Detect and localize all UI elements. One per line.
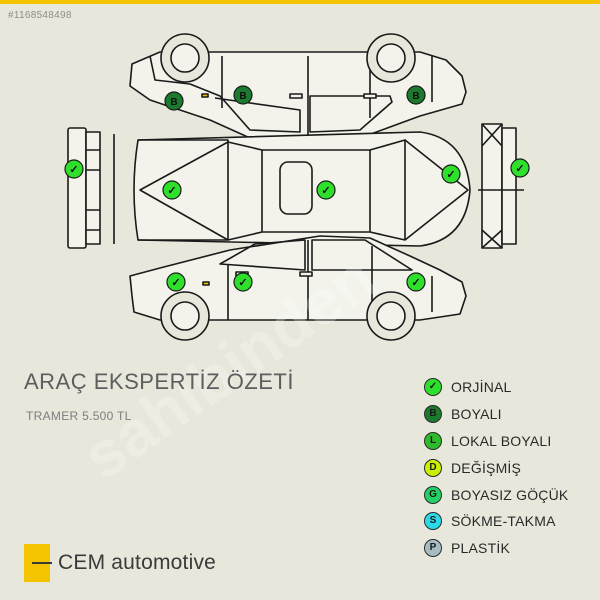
legend-item-degismis: D DEĞİŞMİŞ xyxy=(424,454,568,481)
right-side-view xyxy=(129,235,467,341)
mark-code: ✓ xyxy=(167,185,176,197)
orjinal-mark xyxy=(441,164,461,184)
legend-label: SÖKME-TAKMA xyxy=(451,513,556,530)
mark-code: ✓ xyxy=(238,277,247,289)
boyali-mark xyxy=(406,85,426,105)
brand-logo-icon xyxy=(24,544,52,582)
legend-code: L xyxy=(424,431,442,450)
mark-code: ✓ xyxy=(171,277,180,289)
legend-code: B xyxy=(424,405,442,424)
boyali-mark xyxy=(164,91,184,111)
mark-code: ✓ xyxy=(69,164,78,176)
check-icon: ✓ xyxy=(424,378,442,397)
legend-code: D xyxy=(424,458,442,477)
left-side-view xyxy=(129,33,467,141)
legend-item-boyali: B BOYALI xyxy=(424,401,568,428)
brand-name: CEM automotive xyxy=(58,551,217,574)
tramer-amount: TRAMER 5.500 TL xyxy=(26,409,132,423)
car-damage-diagram: B B B ✓ ✓ ✓ ✓ ✓ ✓ ✓ ✓ xyxy=(64,33,530,341)
legend-label: DEĞİŞMİŞ xyxy=(451,459,522,476)
mark-code: ✓ xyxy=(515,163,524,175)
dealer-brand: CEM automotive xyxy=(24,544,216,582)
legend-item-orjinal: ✓ ORJİNAL xyxy=(424,374,568,401)
legend-code: S xyxy=(424,512,442,531)
legend-code: P xyxy=(424,539,442,558)
legend-item-boyasiz-gocuk: G BOYASIZ GÖÇÜK xyxy=(424,481,568,508)
boyali-mark xyxy=(233,85,253,105)
orjinal-mark xyxy=(166,272,186,292)
rear-bumper-view xyxy=(478,123,524,249)
report-title: ARAÇ EKSPERTİZ ÖZETİ xyxy=(24,369,294,394)
orjinal-mark xyxy=(64,159,84,179)
legend-item-lokal-boyali: L LOKAL BOYALI xyxy=(424,428,568,455)
orjinal-mark xyxy=(316,180,336,200)
mark-code: B xyxy=(239,91,246,102)
mark-code: B xyxy=(170,97,177,108)
front-bumper-view xyxy=(67,127,115,249)
legend-label: ORJİNAL xyxy=(451,379,512,396)
legend-item-plastik: P PLASTİK xyxy=(424,535,568,562)
top-view xyxy=(133,131,471,247)
mark-code: B xyxy=(412,91,419,102)
condition-legend: ✓ ORJİNAL B BOYALI L LOKAL BOYALI D DEĞİ… xyxy=(424,374,568,562)
legend-label: LOKAL BOYALI xyxy=(451,432,552,449)
legend-label: BOYASIZ GÖÇÜK xyxy=(451,486,569,503)
legend-code: G xyxy=(424,485,442,504)
orjinal-mark xyxy=(510,158,530,178)
legend-label: PLASTİK xyxy=(451,540,510,557)
legend-label: BOYALI xyxy=(451,406,502,423)
orjinal-mark xyxy=(233,272,253,292)
legend-item-sokme-takma: S SÖKME-TAKMA xyxy=(424,508,568,535)
mark-code: ✓ xyxy=(321,185,330,197)
mark-code: ✓ xyxy=(446,169,455,181)
orjinal-mark xyxy=(406,272,426,292)
top-accent-bar xyxy=(0,0,600,4)
listing-id: #1168548498 xyxy=(8,10,72,21)
mark-code: ✓ xyxy=(411,277,420,289)
orjinal-mark xyxy=(162,180,182,200)
